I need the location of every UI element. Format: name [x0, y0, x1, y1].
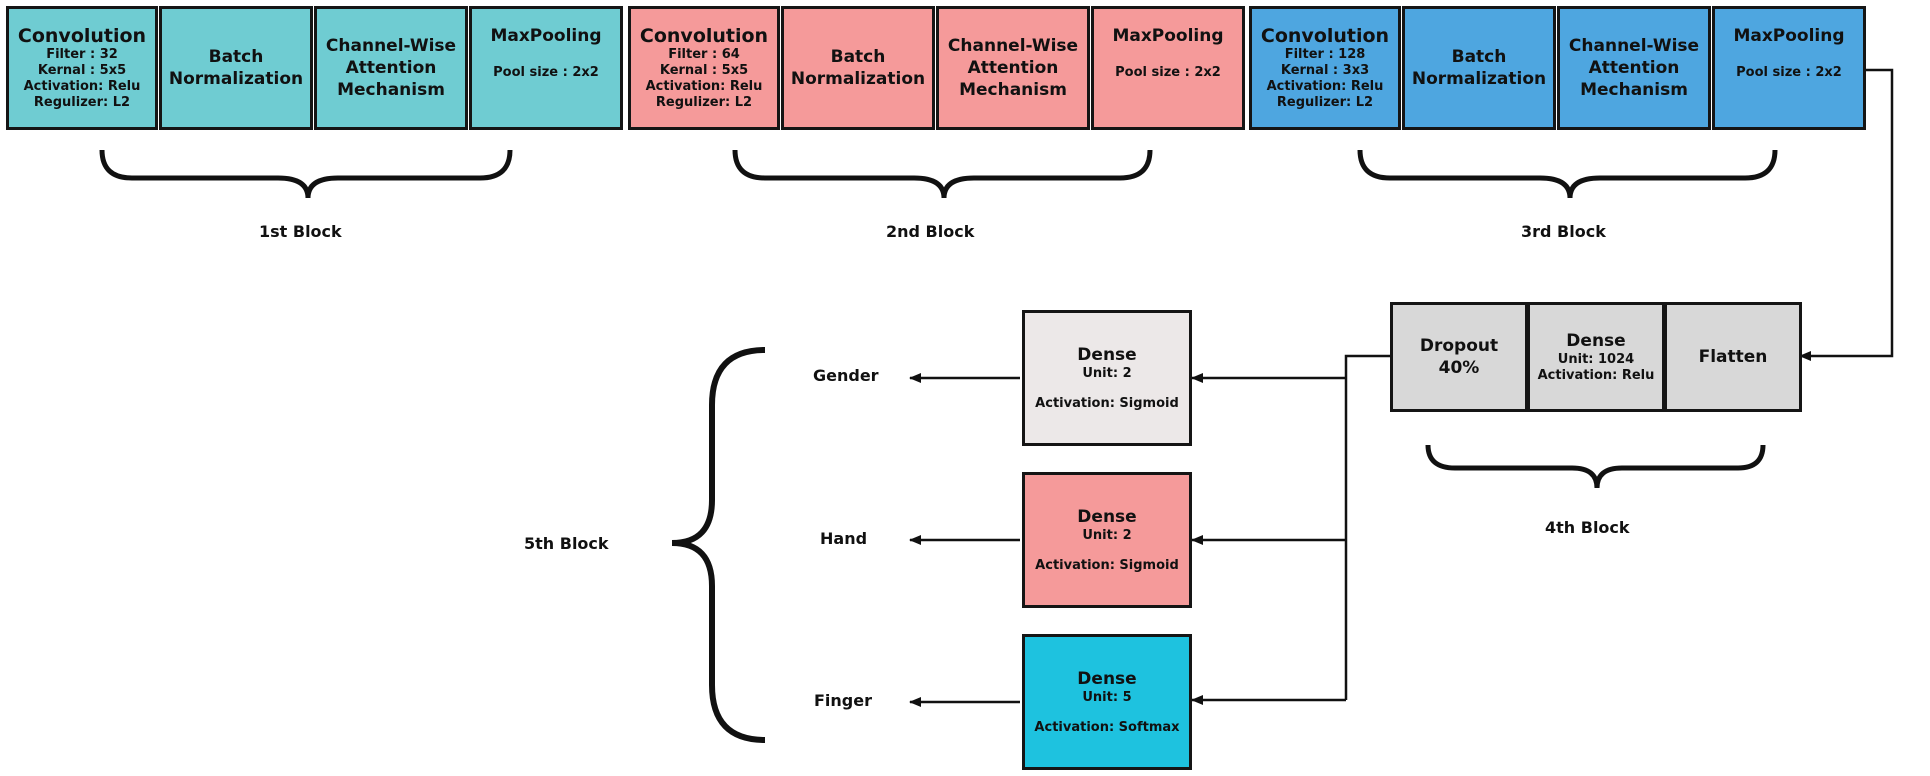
- b1-pool-size: Pool size : 2x2: [493, 65, 599, 80]
- b2-att-line1: Channel-Wise: [947, 36, 1079, 56]
- brace-block5: [671, 347, 766, 743]
- label-block1: 1st Block: [259, 222, 342, 241]
- brace-block1: [99, 149, 513, 199]
- b3-conv-kernel: Kernal : 3x3: [1280, 63, 1370, 78]
- b4-dropout: Dropout 40%: [1390, 302, 1528, 412]
- output-hand-label: Hand: [820, 529, 868, 548]
- b3-att-line2: Attention: [1588, 58, 1680, 78]
- b4-dense: Dense Unit: 1024 Activation: Relu: [1527, 302, 1665, 412]
- finger-dense-title: Dense: [1077, 669, 1137, 689]
- b4-dense-units: Unit: 1024: [1557, 352, 1635, 367]
- finger-dense-units: Unit: 5: [1082, 690, 1132, 705]
- label-block3: 3rd Block: [1521, 222, 1606, 241]
- b2-channel-attention: Channel-Wise Attention Mechanism: [936, 6, 1090, 130]
- label-block4: 4th Block: [1545, 518, 1630, 537]
- b3-maxpooling: MaxPooling Pool size : 2x2: [1712, 6, 1866, 130]
- b2-att-line3: Mechanism: [959, 80, 1067, 100]
- b2-conv-kernel: Kernal : 5x5: [659, 63, 749, 78]
- b3-conv-activation: Activation: Relu: [1266, 79, 1384, 94]
- b1-batch-normalization: Batch Normalization: [159, 6, 313, 130]
- b2-conv-title: Convolution: [639, 25, 769, 47]
- b3-att-line1: Channel-Wise: [1568, 36, 1700, 56]
- gender-dense-units: Unit: 2: [1082, 366, 1132, 381]
- b1-conv-kernel: Kernal : 5x5: [37, 63, 127, 78]
- b5-dense-hand: Dense Unit: 2 Activation: Sigmoid: [1022, 472, 1192, 608]
- b5-dense-finger: Dense Unit: 5 Activation: Softmax: [1022, 634, 1192, 770]
- b1-conv-title: Convolution: [17, 25, 147, 47]
- b2-conv-regularizer: Regulizer: L2: [655, 95, 753, 110]
- hand-dense-title: Dense: [1077, 507, 1137, 527]
- b3-convolution: Convolution Filter : 128 Kernal : 3x3 Ac…: [1249, 6, 1401, 130]
- b4-dropout-rate: 40%: [1438, 358, 1480, 378]
- b2-convolution: Convolution Filter : 64 Kernal : 5x5 Act…: [628, 6, 780, 130]
- b1-att-line3: Mechanism: [337, 80, 445, 100]
- b3-bn-line1: Batch: [1451, 47, 1507, 67]
- wire-trunk: [1344, 354, 1392, 700]
- b2-conv-activation: Activation: Relu: [645, 79, 763, 94]
- b3-att-line3: Mechanism: [1580, 80, 1688, 100]
- b3-pool-title: MaxPooling: [1733, 26, 1845, 46]
- b2-conv-filter: Filter : 64: [668, 47, 740, 62]
- gender-dense-title: Dense: [1077, 345, 1137, 365]
- brace-block2: [732, 149, 1153, 199]
- b2-bn-line1: Batch: [830, 47, 886, 67]
- b3-conv-filter: Filter : 128: [1284, 47, 1366, 62]
- b1-maxpooling: MaxPooling Pool size : 2x2: [469, 6, 623, 130]
- b1-channel-attention: Channel-Wise Attention Mechanism: [314, 6, 468, 130]
- b1-att-line2: Attention: [345, 58, 437, 78]
- brace-block3: [1357, 149, 1778, 199]
- finger-dense-activation: Activation: Softmax: [1034, 720, 1180, 735]
- b2-maxpooling: MaxPooling Pool size : 2x2: [1091, 6, 1245, 130]
- b1-conv-filter: Filter : 32: [46, 47, 118, 62]
- hand-dense-activation: Activation: Sigmoid: [1035, 558, 1179, 573]
- b2-pool-size: Pool size : 2x2: [1115, 65, 1221, 80]
- b2-att-line2: Attention: [967, 58, 1059, 78]
- b1-bn-line2: Normalization: [168, 69, 304, 89]
- brace-block4: [1425, 444, 1766, 489]
- b1-conv-regularizer: Regulizer: L2: [33, 95, 131, 110]
- b1-bn-line1: Batch: [208, 47, 264, 67]
- label-block2: 2nd Block: [886, 222, 975, 241]
- b3-bn-line2: Normalization: [1411, 69, 1547, 89]
- b4-dense-title: Dense: [1566, 331, 1626, 351]
- output-finger-label: Finger: [814, 691, 872, 710]
- b4-flatten: Flatten: [1664, 302, 1802, 412]
- gender-dense-activation: Activation: Sigmoid: [1035, 396, 1179, 411]
- wire-maxpool-to-flatten: [1799, 68, 1894, 361]
- b2-batch-normalization: Batch Normalization: [781, 6, 935, 130]
- hand-dense-units: Unit: 2: [1082, 528, 1132, 543]
- b3-conv-regularizer: Regulizer: L2: [1276, 95, 1374, 110]
- output-gender-label: Gender: [813, 366, 879, 385]
- b3-batch-normalization: Batch Normalization: [1402, 6, 1556, 130]
- b4-dropout-title: Dropout: [1419, 336, 1499, 356]
- b3-conv-title: Convolution: [1260, 25, 1390, 47]
- b1-conv-activation: Activation: Relu: [23, 79, 141, 94]
- b3-pool-size: Pool size : 2x2: [1736, 65, 1842, 80]
- b1-convolution: Convolution Filter : 32 Kernal : 5x5 Act…: [6, 6, 158, 130]
- b4-dense-activation: Activation: Relu: [1537, 368, 1655, 383]
- b1-att-line1: Channel-Wise: [325, 36, 457, 56]
- b1-pool-title: MaxPooling: [490, 26, 602, 46]
- b5-dense-gender: Dense Unit: 2 Activation: Sigmoid: [1022, 310, 1192, 446]
- b3-channel-attention: Channel-Wise Attention Mechanism: [1557, 6, 1711, 130]
- label-block5: 5th Block: [524, 534, 609, 553]
- b2-pool-title: MaxPooling: [1112, 26, 1224, 46]
- b4-flatten-title: Flatten: [1698, 347, 1768, 367]
- b2-bn-line2: Normalization: [790, 69, 926, 89]
